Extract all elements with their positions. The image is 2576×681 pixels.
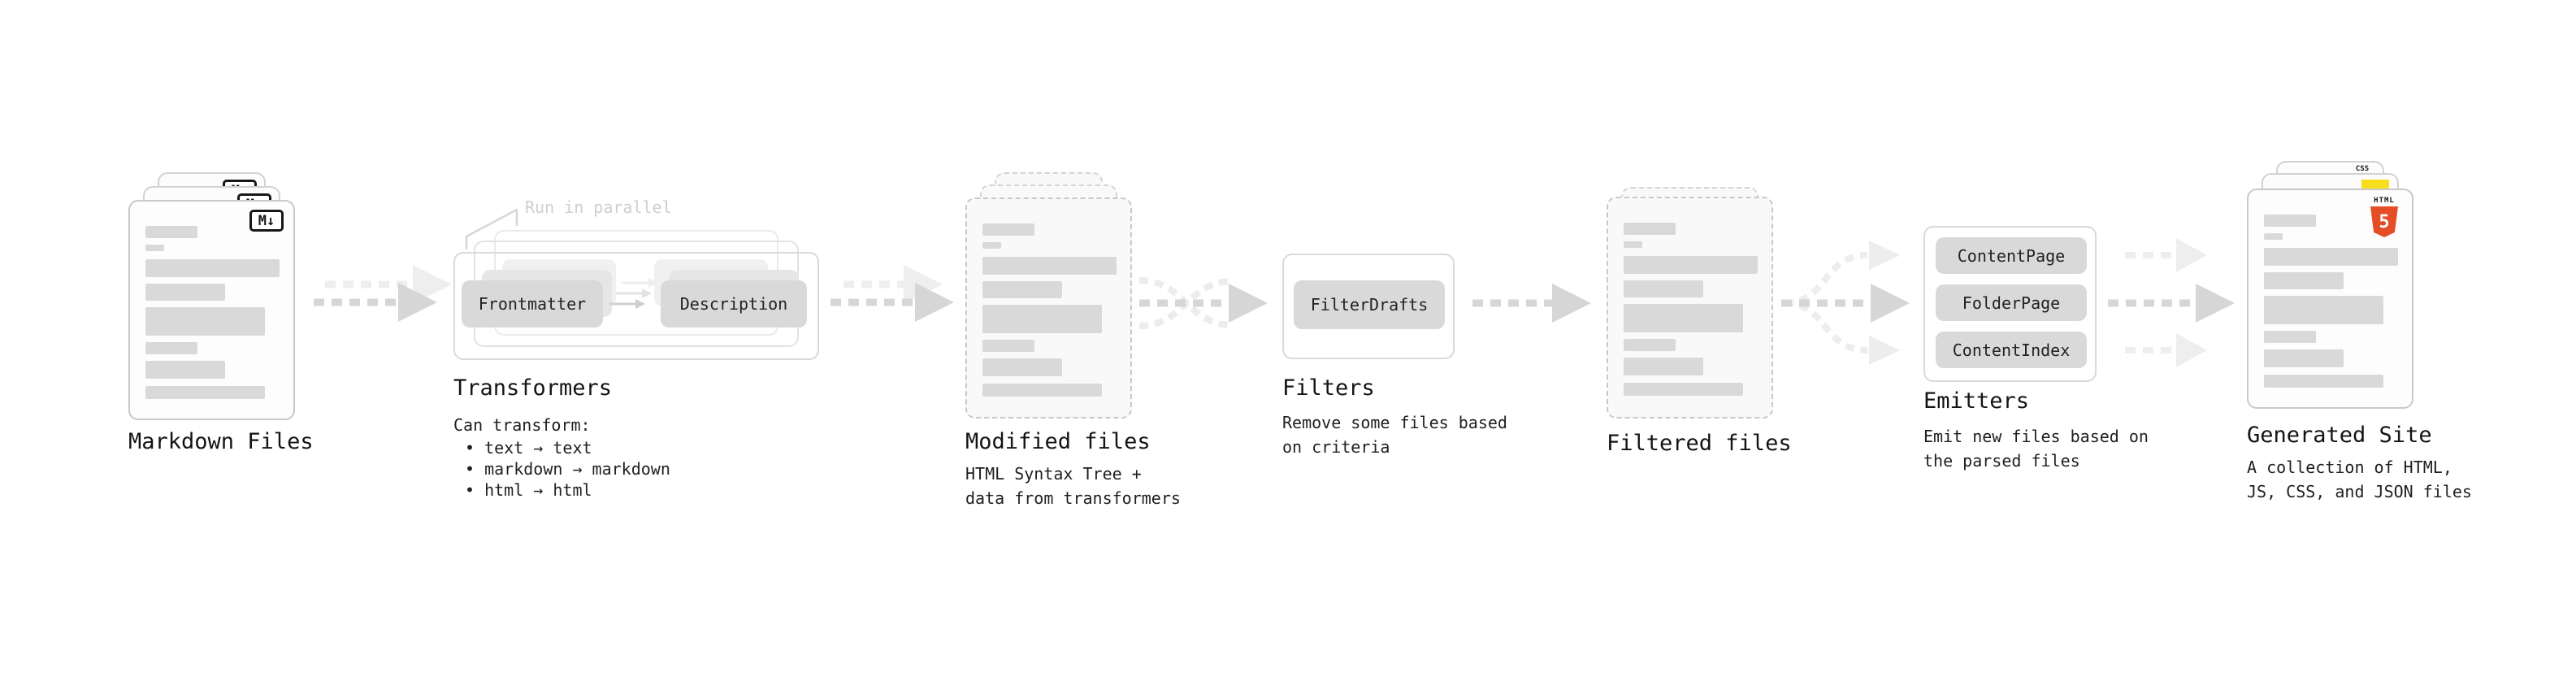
text-line-bar	[2264, 296, 2383, 324]
text-line-bar	[982, 281, 1062, 298]
arrow-emitters-to-site	[2108, 238, 2235, 367]
text-line-bar	[2264, 349, 2344, 367]
transform-bullet: text → text	[465, 437, 670, 458]
filtered-files-label: Filtered files	[1607, 431, 1792, 456]
modified-files-label: Modified files	[965, 429, 1151, 454]
text-line-bar	[1624, 339, 1676, 351]
text-line-bar	[982, 257, 1117, 275]
markdown-files-label: Markdown Files	[128, 429, 314, 454]
contentpage-pill: ContentPage	[1936, 237, 2087, 274]
text-line-bar	[982, 305, 1102, 333]
text-line-bar	[1624, 241, 1642, 248]
markdown-file-card-front: M↓	[128, 200, 295, 420]
transformers-label: Transformers	[453, 375, 613, 401]
text-line-bar	[145, 284, 225, 301]
markdown-files-stack: M↓ M↓ M↓	[128, 161, 295, 423]
folderpage-pill: FolderPage	[1936, 284, 2087, 321]
text-line-bar	[1624, 280, 1703, 297]
generated-site-caption: A collection of HTML, JS, CSS, and JSON …	[2247, 458, 2472, 501]
text-line-bar	[145, 342, 197, 354]
frontmatter-pill: Frontmatter	[462, 280, 603, 327]
markdown-icon: M↓	[249, 210, 284, 232]
filters-caption: Remove some files based on criteria	[1282, 413, 1507, 457]
arrow-filters-to-filtered	[1472, 284, 1591, 323]
text-line-bar	[145, 386, 265, 399]
generated-site-label: Generated Site	[2247, 423, 2432, 448]
filterdrafts-pill: FilterDrafts	[1294, 280, 1445, 329]
text-line-bar	[1624, 383, 1743, 396]
description-pill: Description	[661, 280, 807, 327]
filtered-file-card-front	[1607, 197, 1773, 419]
text-line-bar	[982, 384, 1102, 397]
transform-bullet: markdown → markdown	[465, 458, 670, 479]
emitters-label: Emitters	[1923, 388, 2030, 414]
contentindex-pill: ContentIndex	[1936, 332, 2087, 368]
text-line-bar	[145, 226, 197, 238]
filtered-files-stack	[1607, 187, 1773, 423]
modified-files-caption: HTML Syntax Tree + data from transformer…	[965, 464, 1181, 508]
text-line-bar	[982, 340, 1034, 352]
text-line-bar	[2264, 233, 2283, 240]
filters-label: Filters	[1282, 375, 1375, 401]
arrow-transformers-to-modified	[830, 265, 954, 322]
emitters-caption: Emit new files based on the parsed files	[1923, 427, 2149, 471]
arrow-markdown-to-transformers	[314, 265, 452, 322]
text-line-bar	[145, 245, 164, 251]
text-line-bar	[145, 259, 280, 277]
html5-icon: HTML 5	[2366, 197, 2402, 237]
modified-files-stack	[965, 172, 1132, 424]
transform-bullet: html → html	[465, 479, 670, 501]
text-line-bar	[2264, 272, 2344, 289]
transformers-caption-heading: Can transform:	[453, 415, 591, 435]
html-file-card: HTML 5	[2247, 189, 2413, 409]
text-line-bar	[1624, 256, 1758, 274]
text-line-bar	[1624, 304, 1743, 332]
text-line-bar	[145, 307, 265, 336]
text-line-bar	[2264, 215, 2316, 227]
arrow-filtered-to-emitters-fanout	[1781, 241, 1910, 365]
run-in-parallel-annotation: Run in parallel	[525, 197, 672, 217]
transformer-box-front	[453, 252, 819, 360]
generated-site-stack: CSS HTML 5	[2247, 161, 2413, 413]
text-line-bar	[2264, 248, 2398, 266]
text-line-bar	[982, 223, 1034, 236]
text-line-bar	[2264, 331, 2316, 343]
text-line-bar	[2264, 375, 2383, 388]
modified-file-card-front	[965, 197, 1132, 419]
text-line-bar	[1624, 358, 1703, 375]
text-line-bar	[1624, 223, 1676, 235]
arrow-modified-to-filters-merge	[1138, 277, 1268, 329]
text-line-bar	[145, 361, 225, 379]
text-line-bar	[982, 358, 1062, 376]
transformers-bullet-list: text → text markdown → markdown html → h…	[465, 437, 670, 501]
text-line-bar	[982, 242, 1001, 249]
